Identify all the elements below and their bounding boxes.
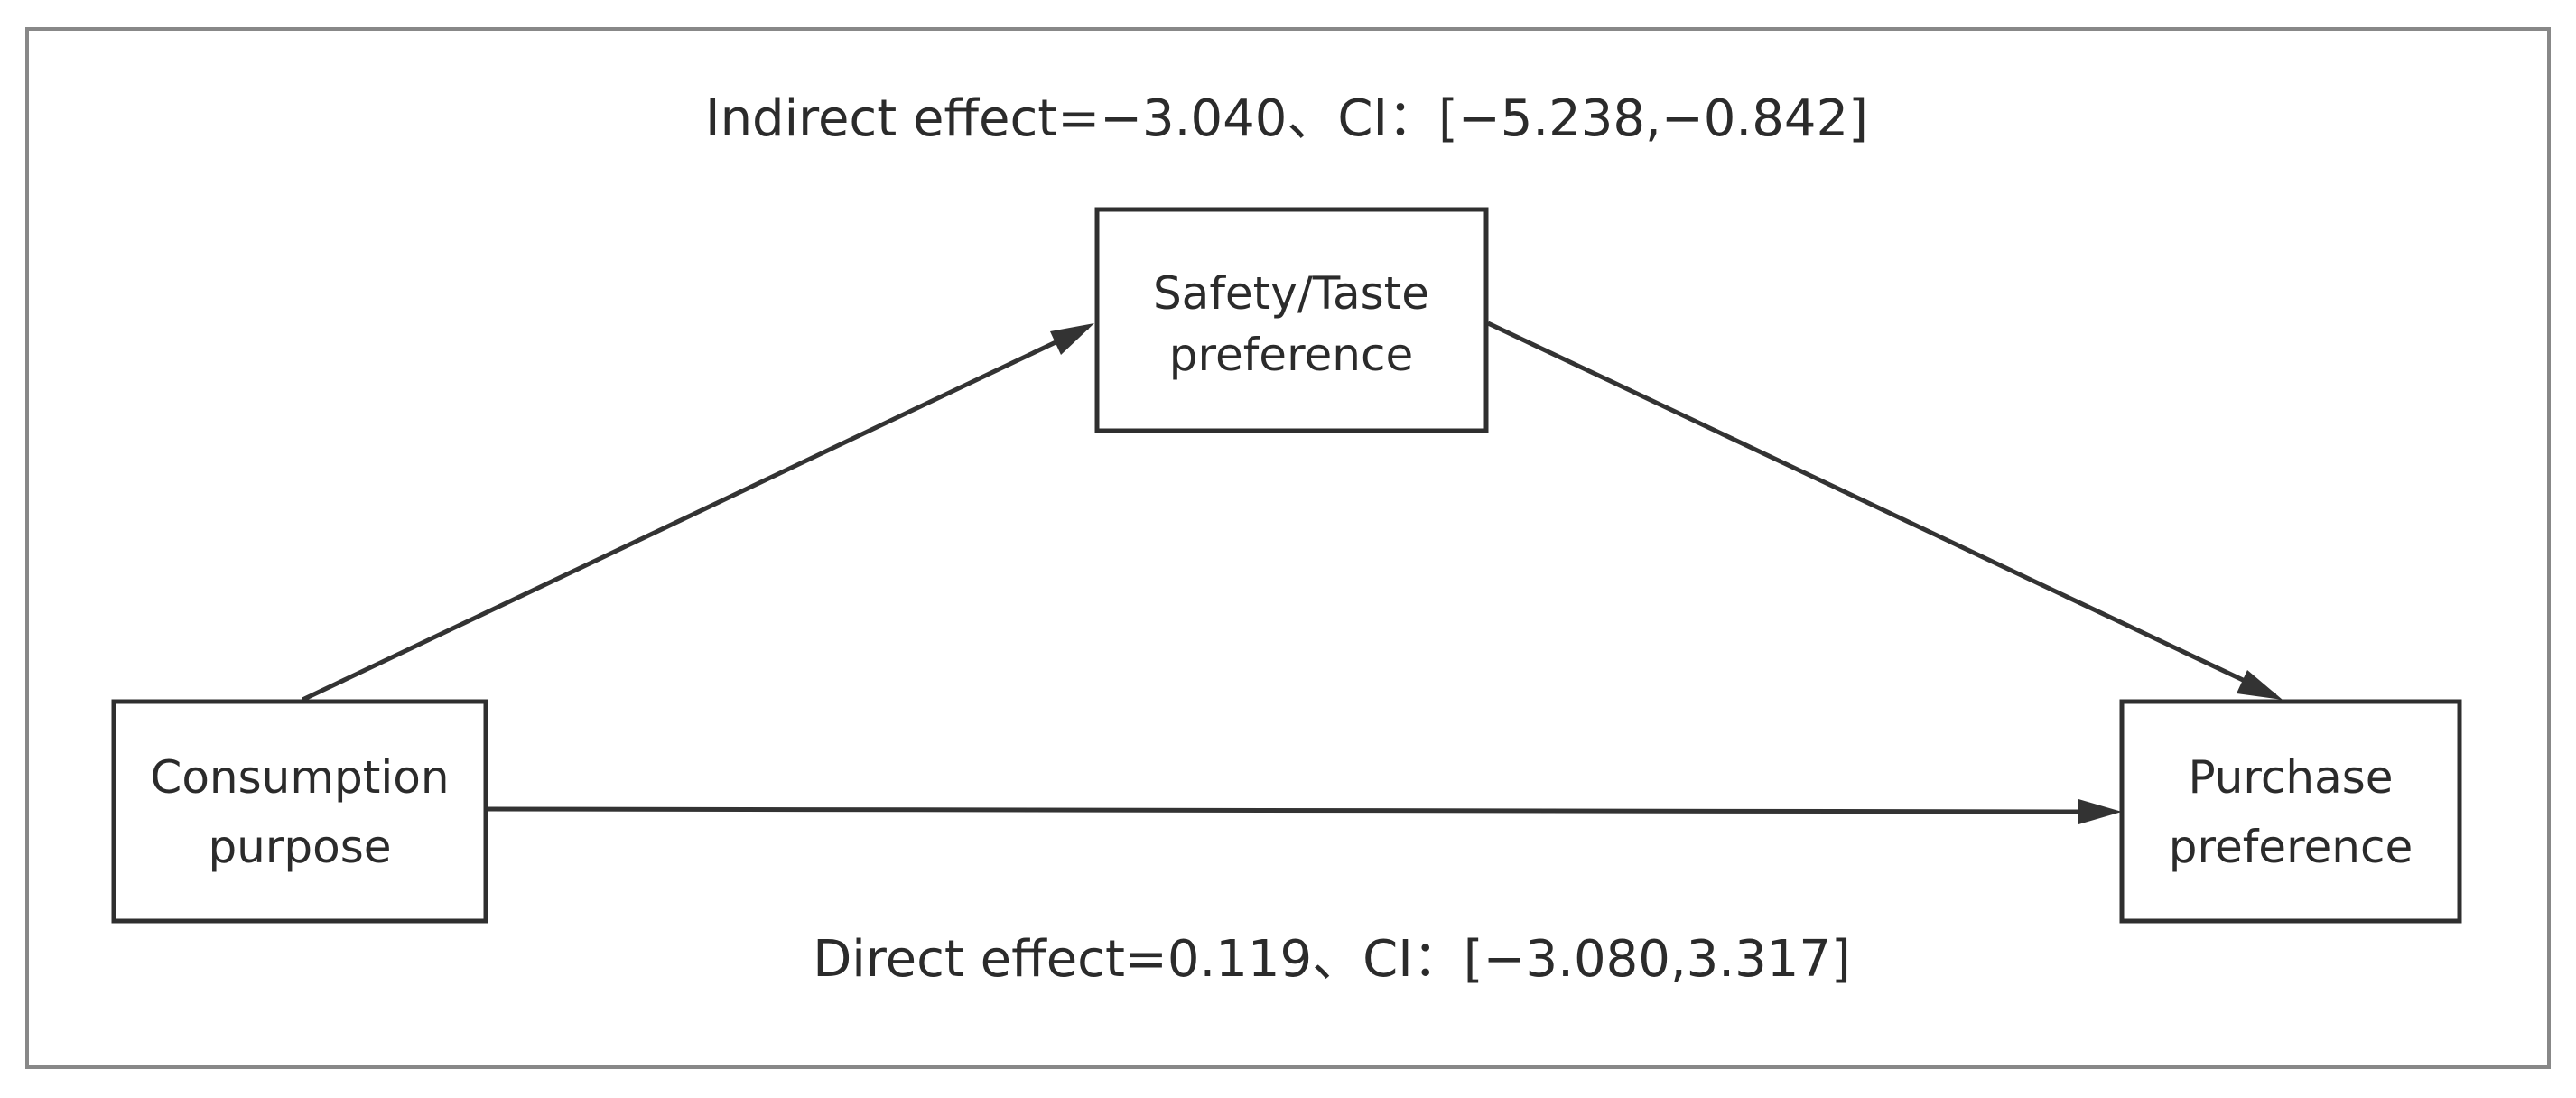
arrow-predictor-to-mediator (301, 324, 1090, 703)
arrowhead-predictor-to-mediator (1050, 323, 1094, 355)
node-mediator: Safety/Taste preference (1094, 207, 1489, 433)
node-predictor-line1: Consumption (150, 751, 449, 804)
arrowhead-predictor-to-outcome (2078, 799, 2122, 824)
arrowhead-mediator-to-outcome (2237, 670, 2283, 700)
node-outcome-line2: preference (2169, 821, 2413, 873)
node-mediator-line2: preference (1169, 329, 1413, 381)
indirect-effect-label: Indirect effect=−3.040、CI：[−5.238,−0.842… (705, 89, 1868, 148)
node-mediator-line1: Safety/Taste (1153, 267, 1429, 320)
node-predictor: Consumption purpose (111, 699, 488, 924)
arrow-predictor-to-outcome (487, 806, 2087, 814)
node-outcome: Purchase preference (2119, 699, 2462, 924)
arrow-mediator-to-outcome (1486, 321, 2277, 698)
node-predictor-line2: purpose (208, 821, 391, 873)
node-outcome-line1: Purchase (2188, 751, 2393, 804)
direct-effect-label: Direct effect=0.119、CI：[−3.080,3.317] (813, 930, 1851, 989)
